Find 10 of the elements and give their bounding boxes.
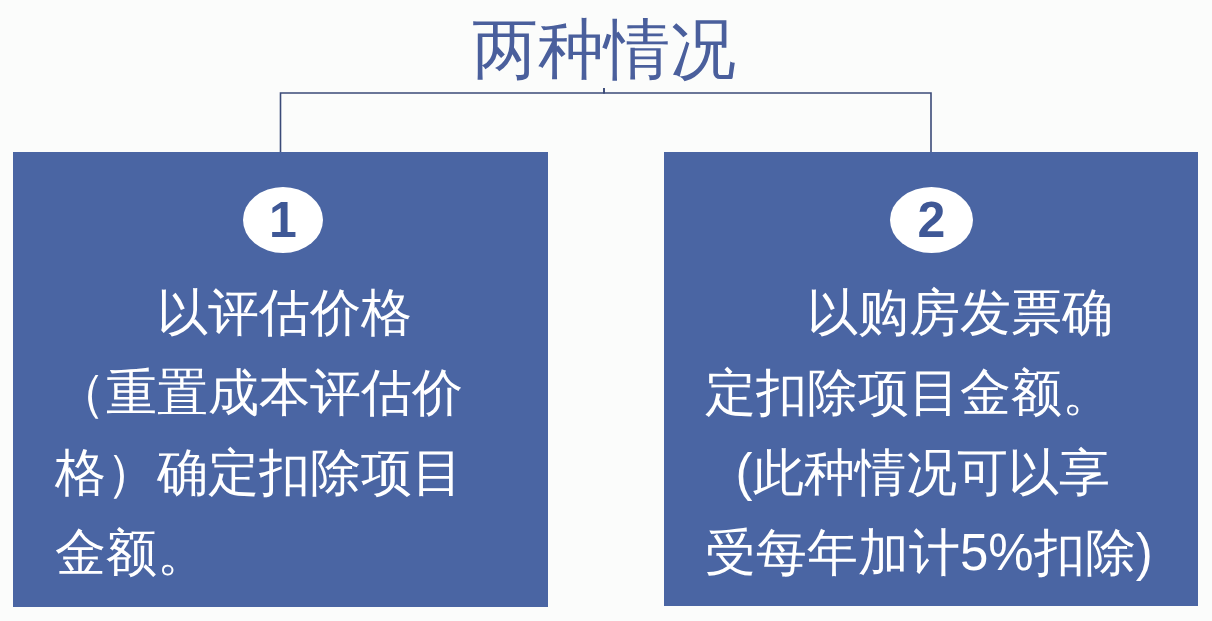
case-text: (此种情况可以享受每年加计5%扣除) <box>705 443 1154 583</box>
case-box <box>13 152 548 607</box>
number-circle: 2 <box>890 187 973 253</box>
case-box <box>664 152 1198 606</box>
case-text: 以购房发票确定扣除项目金额。 <box>705 283 1114 423</box>
case-text: （重置成本评估价格）确定扣除项目金额。 <box>55 363 464 583</box>
title-text: 两种情况 <box>470 10 738 88</box>
connector-line <box>603 87 932 153</box>
case-text: 以评估价格 <box>156 283 413 343</box>
number-circle: 1 <box>243 187 323 253</box>
